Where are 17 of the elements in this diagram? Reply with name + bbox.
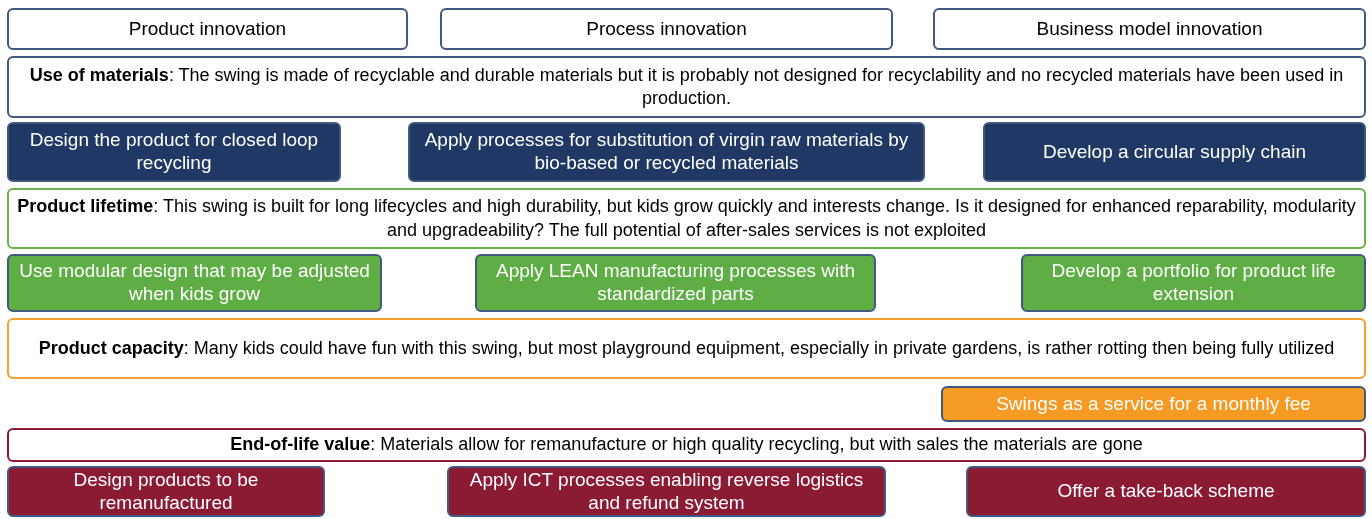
- category-header: Business model innovation: [933, 8, 1366, 50]
- strategy-box: Apply processes for substitution of virgin raw materials by bio-based or recycled materials: [408, 122, 925, 182]
- description-box: Product capacity: Many kids could have fun with this swing, but most playground equipment, especially in private gardens, is rather rotting then being fully utilized: [7, 318, 1366, 379]
- description-box: End-of-life value: Materials allow for remanufacture or high quality recycling, but with sales the materials are gone: [7, 428, 1366, 462]
- strategy-box: Apply LEAN manufacturing processes with standardized parts: [475, 254, 876, 312]
- strategy-box: Offer a take-back scheme: [966, 466, 1366, 517]
- strategy-box: Use modular design that may be adjusted when kids grow: [7, 254, 382, 312]
- strategy-box: Develop a portfolio for product life extension: [1021, 254, 1366, 312]
- strategy-box: Swings as a service for a monthly fee: [941, 386, 1366, 422]
- category-header: Product innovation: [7, 8, 408, 50]
- description-box: Use of materials: The swing is made of recyclable and durable materials but it is probably not designed for recyclability and no recycled materials have been used in production.: [7, 56, 1366, 118]
- strategy-box: Apply ICT processes enabling reverse logistics and refund system: [447, 466, 886, 517]
- strategy-box: Design the product for closed loop recycling: [7, 122, 341, 182]
- strategy-box: Design products to be remanufactured: [7, 466, 325, 517]
- category-header: Process innovation: [440, 8, 893, 50]
- description-box: Product lifetime: This swing is built for long lifecycles and high durability, but kids grow quickly and interests change. Is it designed for enhanced reparability, modularity and upgradeability? The full potential of after-sales services is not exploited: [7, 188, 1366, 249]
- strategy-box: Develop a circular supply chain: [983, 122, 1366, 182]
